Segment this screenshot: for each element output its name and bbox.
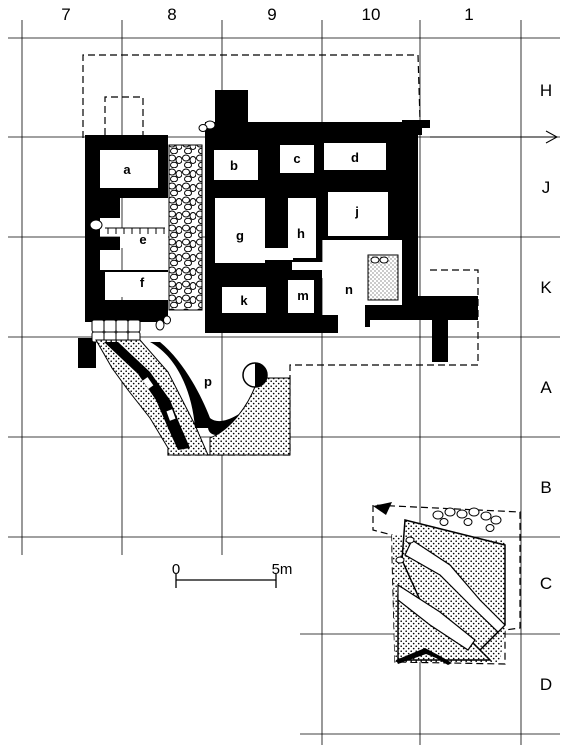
room-label: g [236, 228, 244, 243]
grid-col-label: 7 [61, 5, 70, 24]
grid-col-label: 9 [267, 5, 276, 24]
grid-row-label: C [540, 574, 552, 593]
room-label: m [297, 288, 309, 303]
room-label: a [123, 162, 131, 177]
rubble-stones [89, 120, 216, 331]
room-k-void [222, 287, 266, 313]
paving-stones [91, 319, 141, 343]
wall-block-east [365, 120, 478, 362]
room-label: d [351, 150, 359, 165]
grid-row-label: H [540, 81, 552, 100]
scale-label-start: 0 [172, 561, 180, 578]
trench-stones [395, 507, 502, 564]
room-a-void [100, 150, 158, 188]
room-j-void [328, 192, 388, 236]
path-walls [104, 342, 190, 450]
step-ticks [105, 227, 165, 234]
wall-west-stub [78, 338, 96, 368]
room-label: j [354, 204, 359, 219]
room-label: n [345, 282, 353, 297]
grid-row-label: J [542, 178, 551, 197]
trench-marker [373, 502, 392, 515]
room-label: c [293, 151, 300, 166]
trench-gap [404, 539, 506, 633]
room-gap-void [265, 248, 293, 260]
grid-row-label: B [540, 478, 551, 497]
walls [78, 90, 478, 368]
scale-bar [175, 574, 277, 588]
grid-col-label: 1 [464, 5, 473, 24]
room-b-void [214, 150, 258, 180]
path-gaps [142, 377, 176, 421]
room-label: h [297, 226, 305, 241]
room-label: b [230, 158, 238, 173]
room-m-void [288, 280, 314, 313]
grid-row-label: K [540, 278, 552, 297]
room-d-void [324, 143, 386, 170]
room-n-void [338, 258, 365, 310]
grid-row-label: D [540, 675, 552, 694]
grid-row-label: A [540, 378, 552, 397]
path-curve-p [150, 342, 262, 435]
room-g-void [215, 198, 265, 263]
room-label: p [204, 374, 212, 389]
well-feature-half [255, 363, 267, 387]
axis-arrow [430, 130, 559, 144]
room-label: e [139, 232, 146, 247]
wall-m-north [288, 270, 322, 280]
wall-k-north [205, 270, 268, 287]
rubble-strip [168, 144, 203, 311]
stipple-area-east [209, 377, 291, 456]
trench-detail [373, 502, 506, 665]
grid-col-label: 8 [167, 5, 176, 24]
room-f-void [105, 272, 168, 297]
room-label: f [140, 275, 145, 290]
trench-bottom-wall [396, 648, 452, 665]
stipple-patch-stones [370, 256, 389, 264]
room-c-void [280, 145, 314, 173]
trench-gap-2 [397, 583, 476, 651]
room-label: k [240, 293, 248, 308]
scale-label-end: 5m [272, 561, 293, 578]
grid-col-label: 10 [362, 5, 381, 24]
